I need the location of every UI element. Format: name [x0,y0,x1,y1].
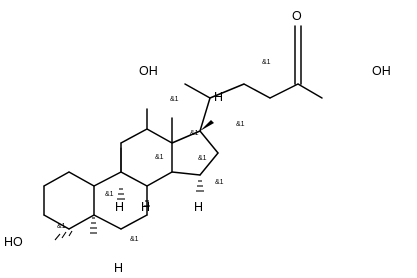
stereo-label-c12: &1 [170,96,179,103]
hydroxyl-label-c12: OH [139,64,158,78]
hydroxyl-label-c3: HO [4,235,23,249]
ring-d [171,130,219,176]
stereo-bonds [54,120,214,241]
atom-labels: OH HO O OH H H H H H [4,9,391,275]
h-label-c9: H [115,200,124,214]
stereo-label-c8: &1 [198,155,207,162]
stereo-label-c13: &1 [190,130,199,137]
carbonyl-oxygen-label: O [292,9,302,23]
h-label-c14: H [194,200,203,214]
ring-a [43,171,95,230]
substituents [120,108,173,173]
side-chain [184,25,323,132]
acid-oh-label: OH [372,64,391,78]
stereo-labels: &1 &1 &1 &1 &1 &1 &1 &1 &1 &1 [57,59,271,243]
ring-c [120,128,173,187]
stereo-label-c3: &1 [57,223,66,230]
stereo-label-c14: &1 [215,179,224,186]
stereo-label-c10: &1 [105,191,114,198]
stereo-label-c9: &1 [155,154,164,161]
h-label-c5: H [114,261,123,275]
h-label-c8: H [141,200,150,214]
stereo-label-c20: &1 [262,59,271,66]
stereo-label-c5: &1 [130,236,139,243]
h-label-c17: H [214,90,223,104]
stereo-label-c17: &1 [236,121,245,128]
